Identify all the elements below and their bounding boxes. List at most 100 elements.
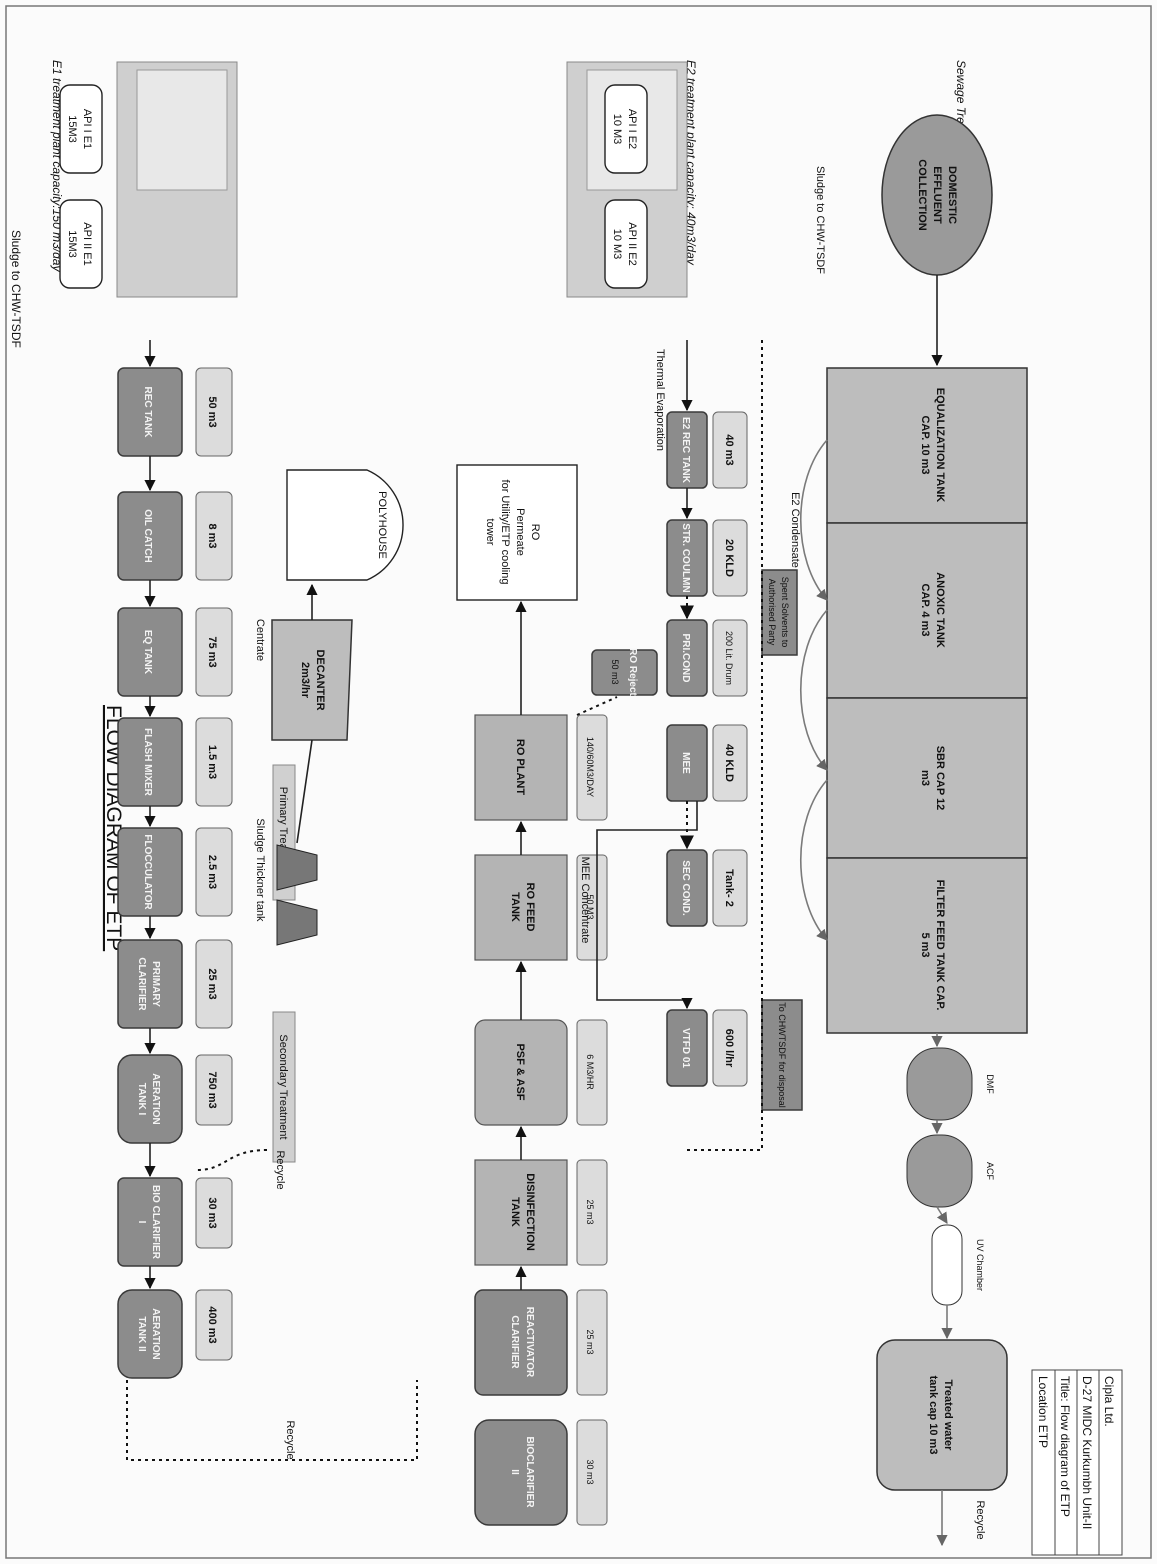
tb-company: Cipla Ltd.	[1102, 1376, 1116, 1427]
sludge-to-chw-text: Sludge to CHW-TSDF	[814, 166, 826, 274]
tb-title: Title: Flow diagram of ETP	[1058, 1376, 1072, 1517]
recycle-label-1: Recycle	[274, 1150, 286, 1189]
api-ii-e2-box	[604, 199, 648, 289]
flash-mixer-label: FLASH MIXER	[142, 728, 153, 797]
ro-permeate-box	[456, 464, 578, 601]
acf-label: ACF	[985, 1162, 995, 1181]
eq-tank-cap: 75 m3	[206, 636, 218, 667]
str-column-label: STR. COULMN	[680, 523, 691, 592]
arrow-acf-uv	[936, 1206, 948, 1224]
polyhouse-shape	[286, 469, 404, 581]
ro-permeate-line4: tower	[484, 519, 496, 546]
title-block: Cipla Ltd. D-27 MIDC Kurkumbh Unit-II Ti…	[1031, 1369, 1123, 1556]
bio-clarifier-1-line1: BIO CLARIFIER	[150, 1185, 161, 1260]
secondary-treatment-tag	[272, 1011, 296, 1163]
recycle-loop-2	[126, 1380, 418, 1461]
psf-asf-label: PSF & ASF	[514, 1043, 526, 1100]
api-i-e1-box	[59, 84, 103, 174]
ro-section: RO Permeate for Utility/ETP cooling towe…	[456, 464, 658, 1526]
filter-feed-tank-box	[826, 857, 1028, 1034]
disinfection-tank-cap: 25 m3	[585, 1199, 595, 1224]
ro-plant-cap-box	[576, 714, 608, 821]
ro-feed-tank-line2: TANK	[509, 892, 521, 922]
bio-clarifier-2-cap-box	[576, 1419, 608, 1526]
reactivator-clarifier-cap: 25 m3	[585, 1329, 595, 1354]
domestic-line3: COLLECTION	[916, 159, 928, 231]
acf-box	[906, 1134, 973, 1208]
aeration-tank-1-line1: AERATION	[150, 1073, 161, 1124]
secondary-treatment-label: Secondary Treatment	[277, 1034, 289, 1139]
eq-tank-cap-box	[195, 607, 233, 697]
decanter-line1: DECANTER	[314, 649, 326, 710]
mee-cap: 40 KLD	[723, 744, 735, 782]
rec-tank-label: REC TANK	[142, 387, 153, 439]
vtfd-cap-box	[712, 1009, 748, 1087]
aeration-tank-1-cap: 750 m3	[206, 1071, 218, 1108]
sec-cond-box	[666, 849, 708, 927]
oil-catch-label: OIL CATCH	[142, 509, 153, 563]
arrow-mee-vtfd	[596, 801, 698, 1010]
e2-rec-tank-cap-box	[712, 411, 748, 489]
stp-curve-1	[799, 439, 828, 601]
ro-reject-label: RO Reject	[627, 648, 638, 696]
mee-label: MEE	[680, 752, 691, 774]
tb-address: D-27 MIDC Kurkumbh Unit-II	[1080, 1376, 1094, 1529]
treated-water-line1: Treated water	[942, 1380, 954, 1452]
bio-clarifier-1-line2: I	[136, 1221, 147, 1224]
aeration-tank-1-line2: TANK I	[136, 1083, 147, 1116]
sbr-line1: SBR CAP 12	[934, 746, 946, 811]
primary-clarifier-line1: PRIMARY	[150, 961, 161, 1007]
flash-mixer-cap-box	[195, 717, 233, 807]
api-ii-e1-box	[59, 199, 103, 289]
e1-plant-photo-tank	[136, 69, 228, 191]
psf-asf-cap-box	[576, 1019, 608, 1126]
decanter-line2: 2m3/hr	[299, 662, 311, 699]
dmf-label: DMF	[985, 1074, 995, 1094]
spent-solvents-line2: Authorised Party	[767, 579, 777, 646]
reactivator-clarifier-cap-box	[576, 1289, 608, 1396]
aeration-tank-2-box	[117, 1289, 183, 1379]
main-flow-row: REC TANK 50 m3 OIL CATCH 8 m3 EQ TANK 75…	[117, 340, 233, 1379]
sec-cond-cap-box	[712, 849, 748, 927]
aeration-tank-2-cap-box	[195, 1289, 233, 1361]
pri-cond-cap: 200 Lit. Drum	[724, 631, 734, 685]
sbr-line2: m3	[919, 770, 931, 786]
anoxic-line1: ANOXIC TANK	[934, 572, 946, 648]
stp-eq-line1: EQUALIZATION TANK	[934, 388, 946, 503]
decanter-box	[271, 619, 353, 741]
stp-section: Sewage Treatment Plant 15m3/day DOMESTIC…	[799, 60, 1028, 1547]
primary-clarifier-line2: CLARIFIER	[136, 957, 147, 1011]
reactivator-clarifier-box	[474, 1289, 568, 1396]
spent-solvents-line1: Spent Solvents to	[780, 577, 790, 648]
disinfection-tank-line1: DISINFECTION	[524, 1173, 536, 1251]
page-border	[5, 5, 1152, 1559]
str-column-cap: 20 KLD	[723, 539, 735, 577]
reactivator-clarifier-line2: CLARIFIER	[509, 1315, 520, 1369]
recycle-label-3: Recycle	[974, 1500, 986, 1539]
pri-cond-box	[666, 619, 708, 697]
ro-reject-box	[591, 649, 658, 696]
centrate-label: Centrate	[254, 619, 266, 661]
e2-plant-group: E2 treatment plant capacity: 40m3/day AP…	[566, 60, 698, 298]
psf-asf-cap: 6 M3/HR	[585, 1054, 595, 1090]
spent-solvents-box	[761, 569, 798, 656]
vtfd-cap: 600 l/hr	[723, 1029, 735, 1068]
mee-concentrate-label: MEE Concentrate	[579, 857, 591, 944]
filter-feed-line2: 5 m3	[919, 932, 931, 957]
api-i-e2-line1: API I E2	[626, 109, 638, 149]
rec-tank-cap-box	[195, 367, 233, 457]
treated-water-line2: tank cap 10 m3	[927, 1376, 939, 1455]
ro-permeate-line2: Permeate	[514, 508, 526, 556]
anoxic-line2: CAP. 4 m3	[919, 584, 931, 637]
ro-feed-tank-line1: RO FEED	[524, 883, 536, 932]
bio-clarifier-2-box	[474, 1419, 568, 1526]
bio-clarifier-2-line1: BIOCLARIFIER	[524, 1436, 535, 1508]
ro-permeate-line3: for Utility/ETP cooling	[499, 480, 511, 585]
stp-curve-3	[799, 779, 828, 941]
eq-tank-label: EQ TANK	[142, 630, 153, 675]
recycle-loop-1	[196, 1149, 268, 1171]
primary-clarifier-cap: 25 m3	[206, 968, 218, 999]
